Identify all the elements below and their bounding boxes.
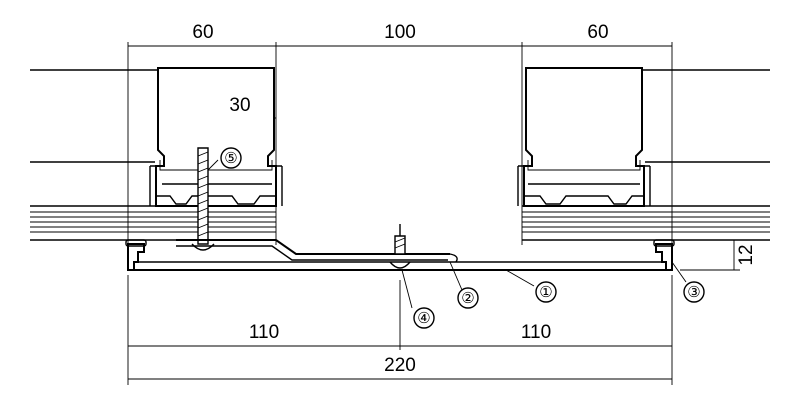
callout-5: ⑤: [220, 147, 242, 169]
callout-2-label: ②: [461, 290, 474, 307]
extension-lines: [127, 42, 673, 385]
left-stud: [149, 67, 283, 207]
dim-bottom-left: 110: [249, 322, 279, 343]
wall-layers: [30, 69, 770, 241]
callout-1: ①: [535, 281, 557, 303]
center-pin-4: [389, 224, 411, 269]
dim-height: 12: [736, 244, 757, 265]
dim-bottom-right: 110: [521, 322, 551, 343]
joint-profile: [125, 239, 675, 271]
dim-inner-offset: 30: [229, 95, 250, 116]
dim-top-left: 60: [192, 22, 213, 43]
callout-2: ②: [457, 287, 479, 309]
callout-4-label: ④: [417, 310, 430, 327]
callout-3: ③: [683, 281, 705, 303]
dim-top-right: 60: [587, 22, 608, 43]
dim-top-center: 100: [384, 22, 416, 43]
callout-5-label: ⑤: [224, 150, 237, 167]
callout-1-label: ①: [539, 284, 552, 301]
right-stud: [517, 67, 651, 207]
callout-3-label: ③: [687, 284, 700, 301]
dim-overall: 220: [384, 355, 416, 376]
callout-4: ④: [413, 307, 435, 329]
leader-lines: [207, 159, 687, 309]
